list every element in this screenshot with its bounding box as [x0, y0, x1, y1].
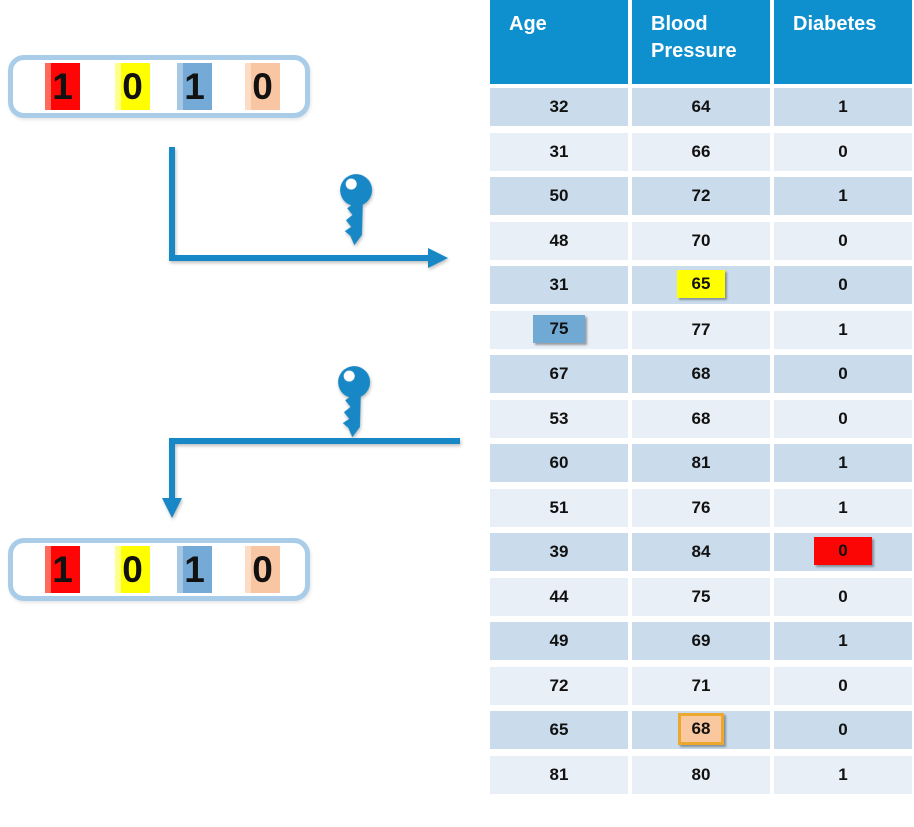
- cell-blood-pressure: 68: [632, 355, 770, 393]
- cell-blood-pressure: 70: [632, 221, 770, 260]
- cell-diabetes: 0: [774, 399, 912, 438]
- cell-blood-pressure: 68: [632, 399, 770, 438]
- cell-age: 53: [490, 399, 628, 438]
- cell-age: 72: [490, 666, 628, 705]
- bit-cell-peach: 0: [245, 63, 280, 110]
- cell-blood-pressure: 81: [632, 444, 770, 482]
- cell-diabetes: 1: [774, 444, 912, 482]
- table-row: 67 68 0: [490, 355, 912, 393]
- table-row: 39 84 0: [490, 533, 912, 571]
- table-body: 32 64 1 31 66 0 50 72 1 48 70 0 31: [490, 88, 912, 794]
- highlighted-value-blue: 75: [532, 314, 586, 343]
- highlighted-value-red: 0: [814, 537, 872, 566]
- cell-age: 49: [490, 622, 628, 660]
- table-row: 49 69 1: [490, 622, 912, 660]
- cell-diabetes: 1: [774, 622, 912, 660]
- bit-cell-peach: 0: [245, 546, 280, 593]
- header-cell-blood-pressure: Blood Pressure: [632, 0, 770, 84]
- cell-blood-pressure: 65: [632, 266, 770, 304]
- table-row: 65 68 0: [490, 711, 912, 749]
- bit-cell-yellow: 0: [115, 63, 150, 110]
- cell-diabetes: 0: [774, 533, 912, 571]
- table-header: Age Blood Pressure Diabetes: [490, 0, 912, 84]
- highlighted-value-yellow: 65: [676, 270, 726, 299]
- cell-blood-pressure: 64: [632, 88, 770, 126]
- bit-cell-blue: 1: [177, 63, 212, 110]
- cell-blood-pressure: 71: [632, 666, 770, 705]
- cell-diabetes: 1: [774, 488, 912, 527]
- cell-age: 67: [490, 355, 628, 393]
- highlighted-value-peach: 68: [677, 713, 725, 746]
- cell-age: 75: [490, 310, 628, 349]
- table-row: 53 68 0: [490, 399, 912, 438]
- cell-age: 31: [490, 266, 628, 304]
- header-cell-diabetes: Diabetes: [774, 0, 912, 84]
- cell-age: 81: [490, 755, 628, 794]
- cell-diabetes: 1: [774, 88, 912, 126]
- cell-age: 50: [490, 177, 628, 215]
- cell-diabetes: 0: [774, 711, 912, 749]
- cell-diabetes: 1: [774, 177, 912, 215]
- decrypt-arrow: [162, 438, 460, 518]
- header-cell-age: Age: [490, 0, 628, 84]
- cell-blood-pressure: 72: [632, 177, 770, 215]
- cell-diabetes: 0: [774, 132, 912, 171]
- cell-blood-pressure: 76: [632, 488, 770, 527]
- cell-diabetes: 0: [774, 577, 912, 616]
- table-row: 31 66 0: [490, 132, 912, 171]
- encryption-key-box-bottom: 1 0 1 0: [8, 538, 310, 601]
- table-row: 32 64 1: [490, 88, 912, 126]
- data-table: Age Blood Pressure Diabetes 32 64 1 31 6…: [490, 0, 912, 800]
- cell-blood-pressure: 80: [632, 755, 770, 794]
- table-row: 51 76 1: [490, 488, 912, 527]
- cell-blood-pressure: 75: [632, 577, 770, 616]
- key-icon: [332, 364, 372, 439]
- bit-cell-blue: 1: [177, 546, 212, 593]
- cell-age: 44: [490, 577, 628, 616]
- cell-blood-pressure: 66: [632, 132, 770, 171]
- cell-blood-pressure: 84: [632, 533, 770, 571]
- encrypt-arrow: [169, 147, 448, 268]
- cell-diabetes: 0: [774, 221, 912, 260]
- table-row: 48 70 0: [490, 221, 912, 260]
- cell-age: 51: [490, 488, 628, 527]
- cell-blood-pressure: 68: [632, 711, 770, 749]
- cell-age: 39: [490, 533, 628, 571]
- cell-age: 48: [490, 221, 628, 260]
- table-row: 75 77 1: [490, 310, 912, 349]
- cell-blood-pressure: 77: [632, 310, 770, 349]
- bit-cell-red: 1: [45, 63, 80, 110]
- table-row: 81 80 1: [490, 755, 912, 794]
- cell-diabetes: 1: [774, 755, 912, 794]
- table-row: 50 72 1: [490, 177, 912, 215]
- table-row: 44 75 0: [490, 577, 912, 616]
- bit-cell-yellow: 0: [115, 546, 150, 593]
- cell-age: 32: [490, 88, 628, 126]
- cell-blood-pressure: 69: [632, 622, 770, 660]
- cell-age: 65: [490, 711, 628, 749]
- bit-cell-red: 1: [45, 546, 80, 593]
- table-row: 31 65 0: [490, 266, 912, 304]
- cell-diabetes: 0: [774, 355, 912, 393]
- table-row: 60 81 1: [490, 444, 912, 482]
- table-row: 72 71 0: [490, 666, 912, 705]
- cell-diabetes: 0: [774, 666, 912, 705]
- cell-diabetes: 1: [774, 310, 912, 349]
- cell-diabetes: 0: [774, 266, 912, 304]
- cell-age: 31: [490, 132, 628, 171]
- key-icon: [334, 172, 374, 247]
- cell-age: 60: [490, 444, 628, 482]
- encryption-key-box-top: 1 0 1 0: [8, 55, 310, 118]
